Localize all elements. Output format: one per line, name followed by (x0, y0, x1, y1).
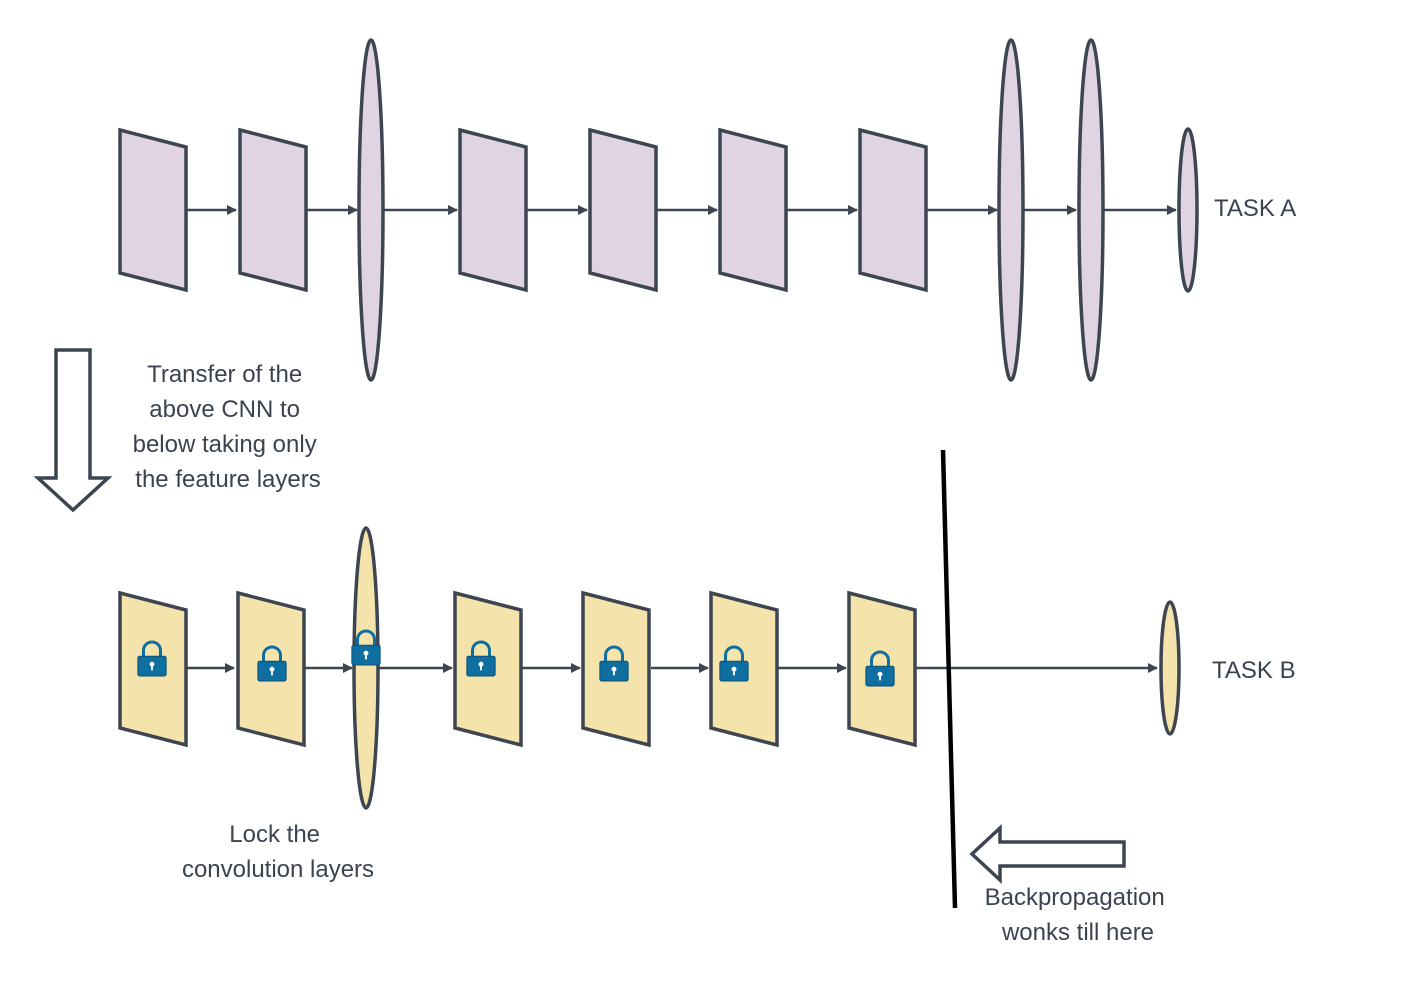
transfer-note-line-3: below taking only (133, 431, 317, 458)
transfer-note-line-2: above CNN to (149, 396, 300, 423)
conv-layer-a6 (858, 127, 928, 293)
task-a-network: TASK A (118, 38, 1296, 382)
backprop-boundary-line (940, 449, 958, 909)
conv-layer-a5 (718, 127, 788, 293)
conv-layer-a2 (238, 127, 308, 293)
pool-layer-b1 (352, 526, 380, 810)
transfer-down-arrow-icon (33, 348, 113, 513)
transfer-annotation: Transfer of the above CNN to below takin… (33, 348, 324, 513)
backprop-note-line-1: Backpropagation (985, 884, 1165, 911)
fc-layer-a2 (1077, 38, 1105, 382)
fc-layer-a1 (997, 38, 1025, 382)
transfer-note-line-4: the feature layers (135, 466, 320, 493)
output-layer-a (1177, 127, 1199, 293)
pool-layer-a1 (357, 38, 385, 382)
lock-note-line-1: Lock the (229, 821, 320, 848)
lock-note-line-2: convolution layers (182, 856, 374, 883)
task-a-label: TASK A (1214, 195, 1296, 222)
conv-layer-a1 (118, 127, 188, 293)
backprop-note-line-2: wonks till here (1001, 919, 1154, 946)
transfer-note: Transfer of the above CNN to below takin… (133, 361, 324, 493)
backprop-note: Backpropagation wonks till here (985, 884, 1172, 946)
task-b-label: TASK B (1212, 657, 1296, 684)
backprop-left-arrow-icon (969, 823, 1126, 885)
task-b-network: TASK B (118, 526, 1296, 810)
output-layer-b (1159, 600, 1181, 736)
transfer-note-line-1: Transfer of the (147, 361, 302, 388)
conv-layer-a4 (588, 127, 658, 293)
backprop-annotation: Backpropagation wonks till here (969, 823, 1172, 946)
conv-layer-a3 (458, 127, 528, 293)
lock-note: Lock the convolution layers (182, 821, 374, 883)
